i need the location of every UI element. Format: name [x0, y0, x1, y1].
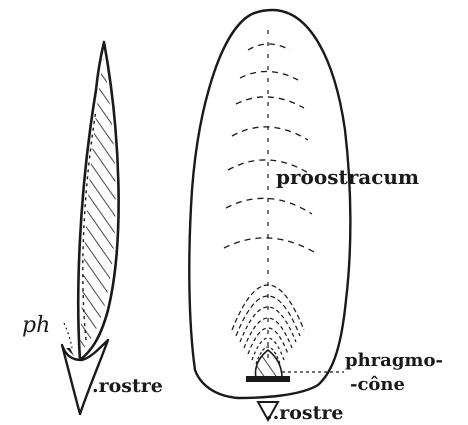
phragmocone-label-line1: phragmo- [345, 350, 443, 371]
phragmocone-base [246, 376, 290, 382]
proostracum-growth-lines [224, 44, 314, 252]
dorsal-view [189, 10, 350, 420]
rostre-label-right: ..rostre [266, 402, 343, 424]
ph-label: ph [22, 313, 50, 338]
proostracum-label: proostracum [276, 165, 419, 189]
rostre-label-left: .rostre [92, 375, 163, 397]
ph-pointer [64, 323, 72, 348]
phragmocone-label-line2: -cône [350, 374, 405, 395]
dorsal-outline [189, 10, 350, 398]
section-view [62, 42, 119, 414]
phragmocone-apex [256, 350, 283, 378]
